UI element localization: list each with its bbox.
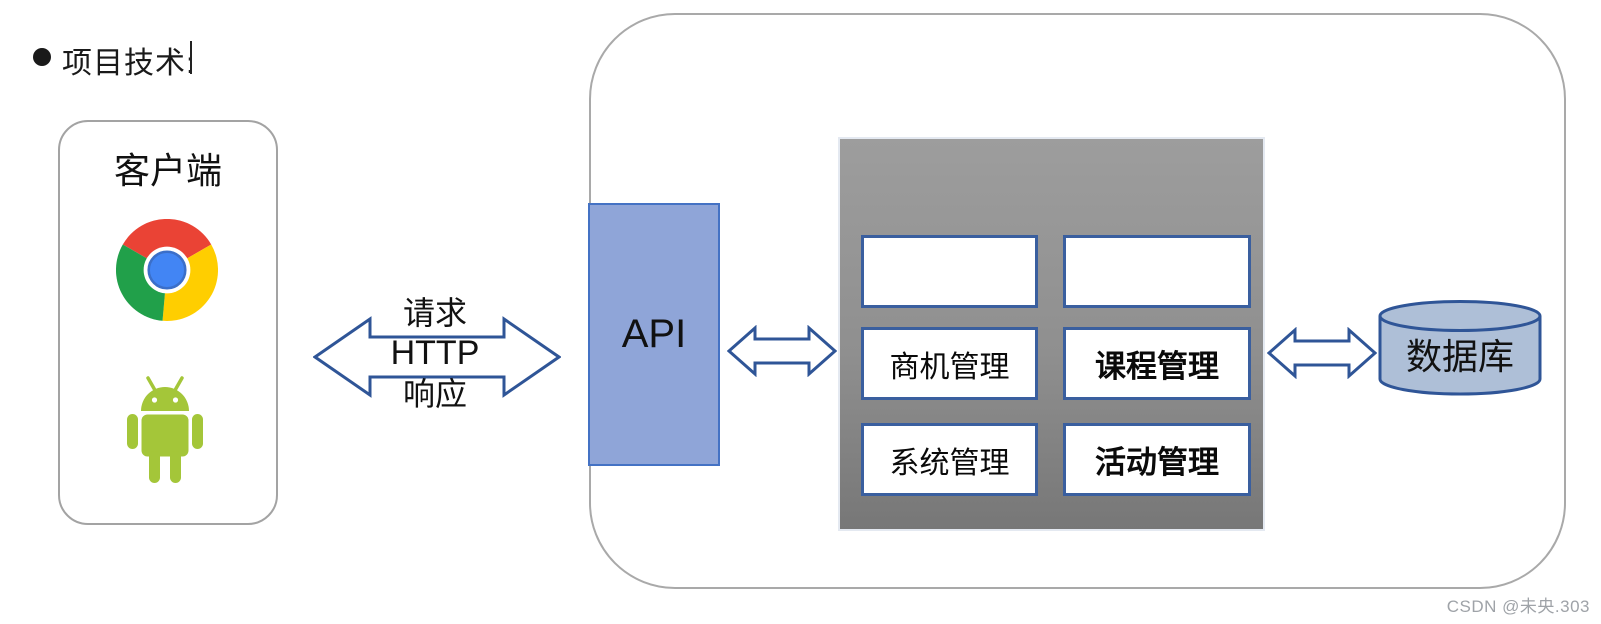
database-label: 数据库 [1405, 336, 1514, 377]
response-label: 响应 [402, 376, 467, 412]
client-panel: 客户端 [58, 120, 278, 525]
request-label: 请求 [402, 295, 467, 331]
android-icon [115, 368, 215, 496]
bullet-icon [33, 48, 51, 66]
module-box-empty-2 [1063, 235, 1251, 308]
module-box-course: 课程管理 [1063, 327, 1251, 400]
watermark: CSDN @未央.303 [1446, 597, 1590, 616]
api-modules-double-arrow-icon [726, 324, 838, 382]
api-label: API [621, 312, 687, 356]
module-box-empty-1 [861, 235, 1038, 308]
page-title: 项目技术: [62, 47, 196, 80]
database-cylinder-icon: 数据库 [1377, 299, 1543, 398]
module-box-system: 系统管理 [861, 423, 1038, 496]
api-box: API [588, 203, 720, 466]
module-box-business: 商机管理 [861, 327, 1038, 400]
module-box-activity: 活动管理 [1063, 423, 1251, 496]
http-double-arrow-icon [312, 315, 562, 404]
modules-panel: 商机管理 课程管理 系统管理 活动管理 [838, 137, 1265, 531]
text-cursor [190, 41, 192, 74]
chrome-icon [115, 218, 219, 321]
client-panel-title: 客户端 [113, 150, 222, 191]
http-label: HTTP [390, 334, 480, 372]
modules-database-double-arrow-icon [1266, 326, 1378, 384]
